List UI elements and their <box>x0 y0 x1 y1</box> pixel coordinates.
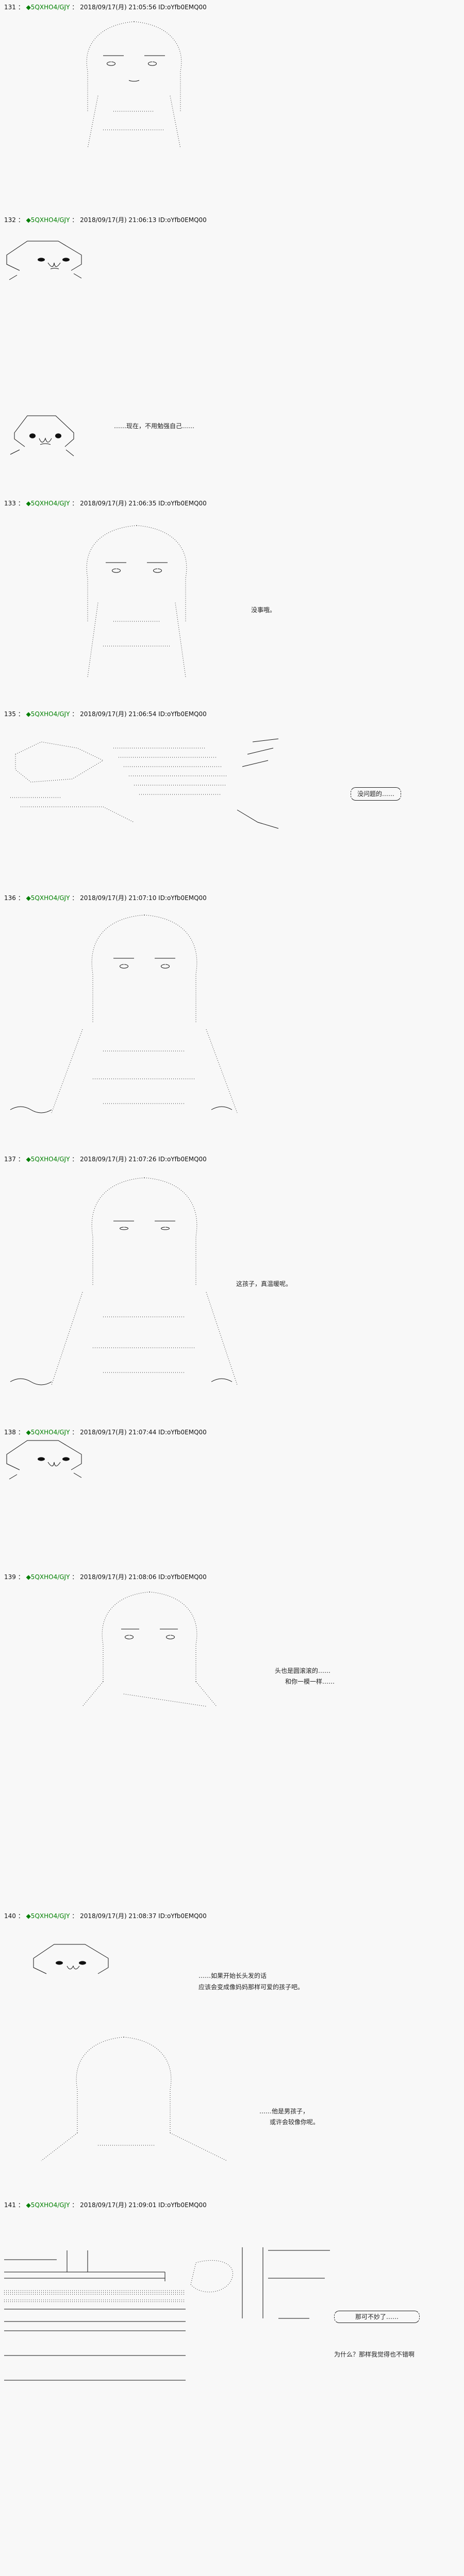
post-id[interactable]: ID:oYfb0EMQ00 <box>158 216 207 224</box>
author-trip[interactable]: ◆5QXHO4/GJY <box>26 1912 70 1920</box>
post-number: 141 <box>4 2201 16 2209</box>
dialogue-line: ……如果开始长头发的话 <box>198 1972 267 1979</box>
post-date: 2018/09/17(月) 21:05:56 <box>80 4 157 11</box>
dialogue-line: ……现在，不用勉强自己…… <box>114 422 195 430</box>
author-trip[interactable]: ◆5QXHO4/GJY <box>26 710 70 718</box>
post-number: 133 <box>4 500 16 507</box>
post-id[interactable]: ID:oYfb0EMQ00 <box>158 1912 207 1920</box>
dialogue-line: 头也是圆滚滚的…… <box>275 1667 331 1674</box>
separator: ： <box>18 1156 24 1163</box>
post-header-132: 132 ： ◆5QXHO4/GJY ： 2018/09/17(月) 21:06:… <box>4 216 207 224</box>
post-header-141: 141 ： ◆5QXHO4/GJY ： 2018/09/17(月) 21:09:… <box>4 2201 207 2209</box>
separator: ： <box>18 1912 24 1920</box>
girl-ascii-art <box>31 2034 237 2164</box>
post-header-139: 139 ： ◆5QXHO4/GJY ： 2018/09/17(月) 21:08:… <box>4 1573 207 1581</box>
building-ascii-art <box>0 2238 330 2454</box>
girl-hugging-ascii-art <box>41 1175 247 1397</box>
author-trip[interactable]: ◆5QXHO4/GJY <box>26 2201 70 2209</box>
separator: ： <box>18 4 24 11</box>
girl-ascii-art <box>67 19 201 155</box>
separator: ： <box>72 1573 78 1581</box>
post-number: 132 <box>4 216 16 224</box>
separator: ： <box>18 710 24 718</box>
author-trip[interactable]: ◆5QXHO4/GJY <box>26 1429 70 1436</box>
post-number: 138 <box>4 1429 16 1436</box>
post-id[interactable]: ID:oYfb0EMQ00 <box>158 1573 207 1581</box>
post-id[interactable]: ID:oYfb0EMQ00 <box>158 894 207 902</box>
post-number: 136 <box>4 894 16 902</box>
post-date: 2018/09/17(月) 21:07:26 <box>80 1156 157 1163</box>
post-date: 2018/09/17(月) 21:08:37 <box>80 1912 157 1920</box>
post-date: 2018/09/17(月) 21:06:13 <box>80 216 157 224</box>
post-date: 2018/09/17(月) 21:09:01 <box>80 2201 157 2209</box>
separator: ： <box>72 894 78 902</box>
separator: ： <box>72 1429 78 1436</box>
separator: ： <box>72 216 78 224</box>
dialogue-line: 和你一模一样…… <box>285 1678 335 1685</box>
dialogue-line: 没事哦。 <box>251 606 276 614</box>
separator: ： <box>72 1156 78 1163</box>
blob-face-ascii-art <box>4 238 97 287</box>
author-trip[interactable]: ◆5QXHO4/GJY <box>26 4 70 11</box>
speech-bubble: 那可不妙了…… <box>334 2311 420 2323</box>
separator: ： <box>18 216 24 224</box>
post-date: 2018/09/17(月) 21:06:54 <box>80 710 157 718</box>
separator: ： <box>18 1429 24 1436</box>
girl-hugging-ascii-art <box>41 912 247 1128</box>
post-id[interactable]: ID:oYfb0EMQ00 <box>158 1429 207 1436</box>
post-header-137: 137 ： ◆5QXHO4/GJY ： 2018/09/17(月) 21:07:… <box>4 1156 207 1163</box>
author-trip[interactable]: ◆5QXHO4/GJY <box>26 216 70 224</box>
post-header-131: 131 ： ◆5QXHO4/GJY ： 2018/09/17(月) 21:05:… <box>4 4 207 11</box>
author-trip[interactable]: ◆5QXHO4/GJY <box>26 500 70 507</box>
post-id[interactable]: ID:oYfb0EMQ00 <box>158 4 207 11</box>
dialogue-line: ……他是男孩子， <box>259 2108 309 2115</box>
separator: ： <box>72 500 78 507</box>
separator: ： <box>18 2201 24 2209</box>
dialogue-line: 为什么？那样我觉得也不错啊 <box>334 2351 415 2358</box>
post-id[interactable]: ID:oYfb0EMQ00 <box>158 2201 207 2209</box>
girl-ascii-art <box>67 522 206 683</box>
post-id[interactable]: ID:oYfb0EMQ00 <box>158 500 207 507</box>
post-id[interactable]: ID:oYfb0EMQ00 <box>158 1156 207 1163</box>
post-date: 2018/09/17(月) 21:06:35 <box>80 500 157 507</box>
author-trip[interactable]: ◆5QXHO4/GJY <box>26 1156 70 1163</box>
post-date: 2018/09/17(月) 21:08:06 <box>80 1573 157 1581</box>
sleeping-figures-ascii-art <box>0 736 320 847</box>
post-header-140: 140 ： ◆5QXHO4/GJY ： 2018/09/17(月) 21:08:… <box>4 1912 207 1920</box>
blob-face-ascii-art <box>4 1437 97 1487</box>
separator: ： <box>18 1573 24 1581</box>
dialogue-line: 应该会变成像妈妈那样可爱的孩子吧。 <box>198 1984 304 1991</box>
speech-bubble: 没问题的…… <box>351 787 402 801</box>
post-id[interactable]: ID:oYfb0EMQ00 <box>158 710 207 718</box>
blob-face-ascii-art <box>31 1941 124 1991</box>
girl-ascii-art <box>72 1589 227 1713</box>
post-number: 137 <box>4 1156 16 1163</box>
separator: ： <box>72 4 78 11</box>
post-number: 135 <box>4 710 16 718</box>
post-date: 2018/09/17(月) 21:07:10 <box>80 894 157 902</box>
separator: ： <box>72 710 78 718</box>
blob-face-ascii-art <box>4 414 97 464</box>
separator: ： <box>18 894 24 902</box>
dialogue-line: 或许会较像你呢。 <box>270 2119 320 2126</box>
post-header-136: 136 ： ◆5QXHO4/GJY ： 2018/09/17(月) 21:07:… <box>4 894 207 902</box>
post-number: 140 <box>4 1912 16 1920</box>
separator: ： <box>72 1912 78 1920</box>
separator: ： <box>72 2201 78 2209</box>
post-header-138: 138 ： ◆5QXHO4/GJY ： 2018/09/17(月) 21:07:… <box>4 1429 207 1436</box>
dialogue-line: 这孩子，真温暖呢。 <box>236 1280 292 1287</box>
author-trip[interactable]: ◆5QXHO4/GJY <box>26 1573 70 1581</box>
post-number: 131 <box>4 4 16 11</box>
post-header-135: 135 ： ◆5QXHO4/GJY ： 2018/09/17(月) 21:06:… <box>4 710 207 718</box>
post-header-133: 133 ： ◆5QXHO4/GJY ： 2018/09/17(月) 21:06:… <box>4 500 207 507</box>
separator: ： <box>18 500 24 507</box>
post-date: 2018/09/17(月) 21:07:44 <box>80 1429 157 1436</box>
post-number: 139 <box>4 1573 16 1581</box>
author-trip[interactable]: ◆5QXHO4/GJY <box>26 894 70 902</box>
